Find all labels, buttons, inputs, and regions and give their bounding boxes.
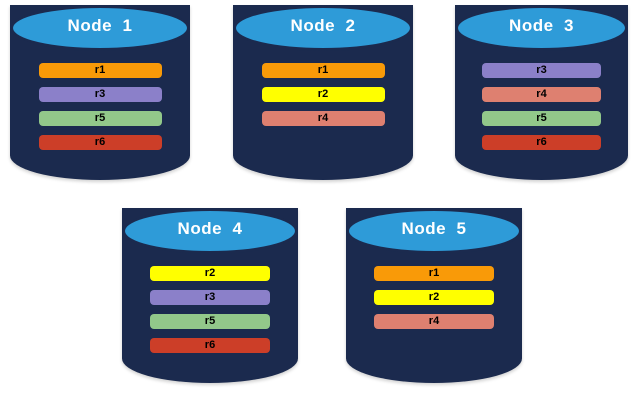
replica-label: r3 [94,88,106,100]
replica-label: r4 [428,315,440,327]
replica-list: r1 r2 r4 [233,63,413,135]
replica-label: r6 [94,136,106,148]
replica-bar[interactable]: r6 [38,135,162,150]
replica-label: r1 [94,64,106,76]
node-label: Node 5 [401,219,467,238]
replica-bar[interactable]: r1 [38,63,162,78]
database-node-4[interactable]: Node 4 r2 r3 r5 r6 [122,208,298,383]
replica-label: r1 [317,64,329,76]
replica-bar[interactable]: r5 [482,111,601,126]
replica-label: r6 [204,339,216,351]
replica-bar[interactable]: r3 [150,290,270,305]
replica-bar[interactable]: r4 [482,87,601,102]
node-cylinder-top [10,5,190,51]
replica-bar[interactable]: r5 [150,314,270,329]
replica-bar[interactable]: r1 [261,63,385,78]
database-node-3[interactable]: Node 3 r3 r4 r5 r6 [455,5,628,180]
replica-bar[interactable]: r2 [374,290,494,305]
node-cylinder-top [346,208,522,254]
node-label: Node 1 [67,16,133,35]
replica-bar[interactable]: r2 [150,266,270,281]
replica-bar[interactable]: r4 [261,111,385,126]
replica-label: r2 [317,88,329,100]
replica-bar[interactable]: r5 [38,111,162,126]
replica-label: r1 [428,267,440,279]
replica-list: r2 r3 r5 r6 [122,266,298,362]
replica-label: r6 [536,136,547,148]
replica-label: r5 [94,112,106,124]
replica-label: r5 [204,315,216,327]
replica-label: r4 [317,112,329,124]
replica-bar[interactable]: r3 [482,63,601,78]
replica-label: r3 [536,64,547,76]
replica-bar[interactable]: r1 [374,266,494,281]
replica-list: r3 r4 r5 r6 [455,63,628,159]
database-node-5[interactable]: Node 5 r1 r2 r4 [346,208,522,383]
replica-bar[interactable]: r4 [374,314,494,329]
node-cylinder-top [122,208,298,254]
replica-label: r3 [204,291,216,303]
node-cylinder-top [455,5,628,51]
replica-list: r1 r2 r4 [346,266,522,338]
replica-bar[interactable]: r6 [150,338,270,353]
replica-label: r2 [428,291,440,303]
replica-list: r1 r3 r5 r6 [10,63,190,159]
replica-bar[interactable]: r3 [38,87,162,102]
node-label: Node 3 [509,16,574,35]
node-label: Node 2 [290,16,356,35]
replica-label: r5 [536,112,547,124]
database-node-2[interactable]: Node 2 r1 r2 r4 [233,5,413,180]
replica-label: r2 [204,267,216,279]
replica-bar[interactable]: r2 [261,87,385,102]
replica-label: r4 [536,88,547,100]
node-label: Node 4 [177,219,243,238]
replica-bar[interactable]: r6 [482,135,601,150]
database-node-1[interactable]: Node 1 r1 r3 r5 r6 [10,5,190,180]
node-cylinder-top [233,5,413,51]
